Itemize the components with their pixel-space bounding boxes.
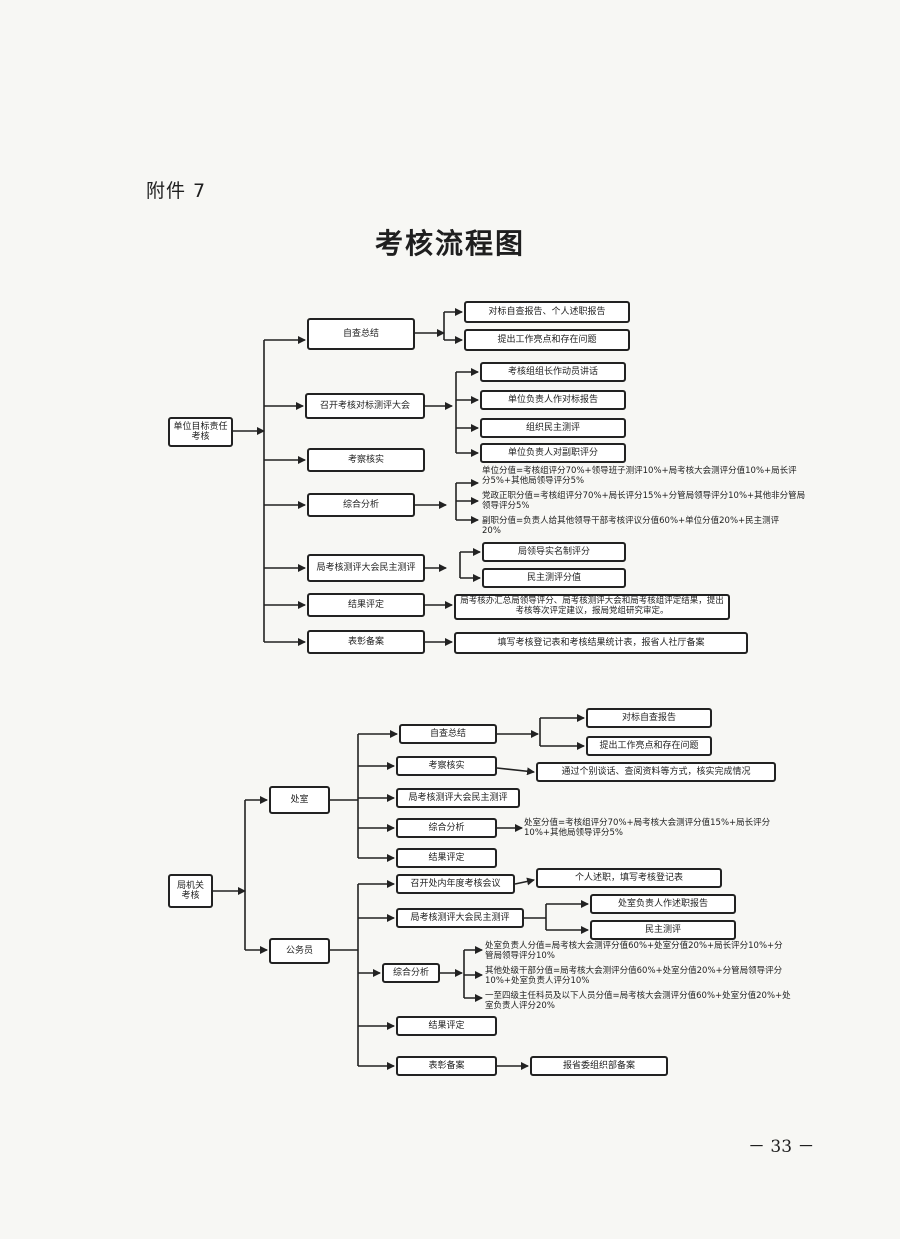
node-democratic-eval: 组织民主测评	[480, 418, 626, 438]
node-democratic-score: 民主测评分值	[482, 568, 626, 588]
node-d-analysis: 综合分析	[396, 818, 497, 838]
node-d-summary: 自查总结	[399, 724, 497, 744]
node-d-inspection-text: 通过个别谈话、查阅资料等方式，核实完成情况	[536, 762, 776, 782]
c-analysis-staff: 一至四级主任科员及以下人员分值=局考核大会测评分值60%+处室分值20%+处室负…	[485, 991, 791, 1012]
node-inspection: 考察核实	[307, 448, 425, 472]
page-number: － 33 －	[748, 1137, 815, 1157]
analysis-chief-score: 党政正职分值=考核组评分70%+局长评分15%+分管局领导评分10%+其他非分管…	[482, 491, 806, 512]
node-analysis: 综合分析	[307, 493, 415, 517]
node-bureau-meeting: 局考核测评大会民主测评	[307, 554, 425, 582]
attachment-label: 附件 7	[146, 180, 207, 202]
node-deputy-score: 单位负责人对副职评分	[480, 443, 626, 463]
node-c-bureau: 局考核测评大会民主测评	[396, 908, 524, 928]
page-title: 考核流程图	[374, 227, 525, 260]
node-c-democratic: 民主测评	[590, 920, 736, 940]
node-named-score: 局领导实名制评分	[482, 542, 626, 562]
node-c-analysis: 综合分析	[382, 963, 440, 983]
node-d-result: 结果评定	[396, 848, 497, 868]
c-analysis-other: 其他处级干部分值=局考核大会测评分值60%+处室分值20%+分管局领导评分10%…	[485, 966, 783, 987]
node-d-self-report: 对标自查报告	[586, 708, 712, 728]
node-result: 结果评定	[307, 593, 425, 617]
node-c-meeting: 召开处内年度考核会议	[396, 874, 515, 894]
node-self-summary: 自查总结	[307, 318, 415, 350]
node-self-report: 对标自查报告、个人述职报告	[464, 301, 630, 323]
node-c-result: 结果评定	[396, 1016, 497, 1036]
node-leader-speech: 考核组组长作动员讲话	[480, 362, 626, 382]
node-d-highlights: 提出工作亮点和存在问题	[586, 736, 712, 756]
c-analysis-head: 处室负责人分值=局考核大会测评分值60%+处室分值20%+局长评分10%+分管局…	[485, 941, 783, 962]
node-meeting: 召开考核对标测评大会	[305, 393, 425, 419]
node-unit-target-assessment: 单位目标责任考核	[168, 417, 233, 447]
d-analysis-text: 处室分值=考核组评分70%+局考核大会测评分值15%+局长评分10%+其他局领导…	[524, 818, 771, 839]
node-filing: 表彰备案	[307, 630, 425, 654]
node-division: 处室	[269, 786, 330, 814]
node-filing-text: 填写考核登记表和考核结果统计表，报省人社厅备案	[454, 632, 748, 654]
node-c-report: 处室负责人作述职报告	[590, 894, 736, 914]
node-c-filing: 表彰备案	[396, 1056, 497, 1076]
node-bureau-assessment: 局机关考核	[168, 874, 213, 908]
node-highlights: 提出工作亮点和存在问题	[464, 329, 630, 351]
node-c-filing-text: 报省委组织部备案	[530, 1056, 668, 1076]
analysis-deputy-score: 副职分值=负责人给其他领导干部考核评议分值60%+单位分值20%+民主测评20%	[482, 516, 780, 537]
node-d-inspection: 考察核实	[396, 756, 497, 776]
node-head-report: 单位负责人作对标报告	[480, 390, 626, 410]
node-civil-servant: 公务员	[269, 938, 330, 964]
node-d-meeting: 局考核测评大会民主测评	[396, 788, 520, 808]
node-c-meeting-text: 个人述职，填写考核登记表	[536, 868, 722, 888]
analysis-unit-score: 单位分值=考核组评分70%+领导班子测评10%+局考核大会测评分值10%+局长评…	[482, 466, 797, 487]
node-result-text: 局考核办汇总局领导评分、局考核测评大会和局考核组评定结果，提出考核等次评定建议，…	[454, 594, 730, 620]
